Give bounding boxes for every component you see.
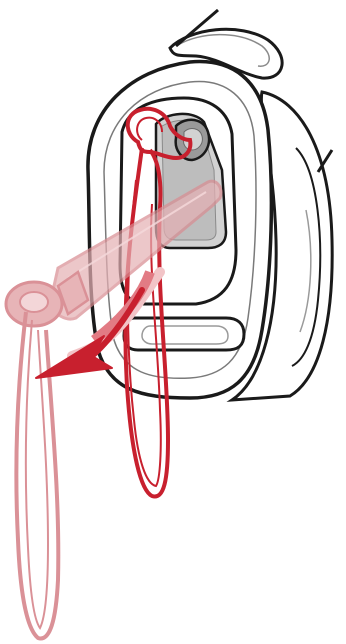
strap-removal-diagram: [0, 0, 346, 644]
illustration-stage: [0, 0, 346, 644]
